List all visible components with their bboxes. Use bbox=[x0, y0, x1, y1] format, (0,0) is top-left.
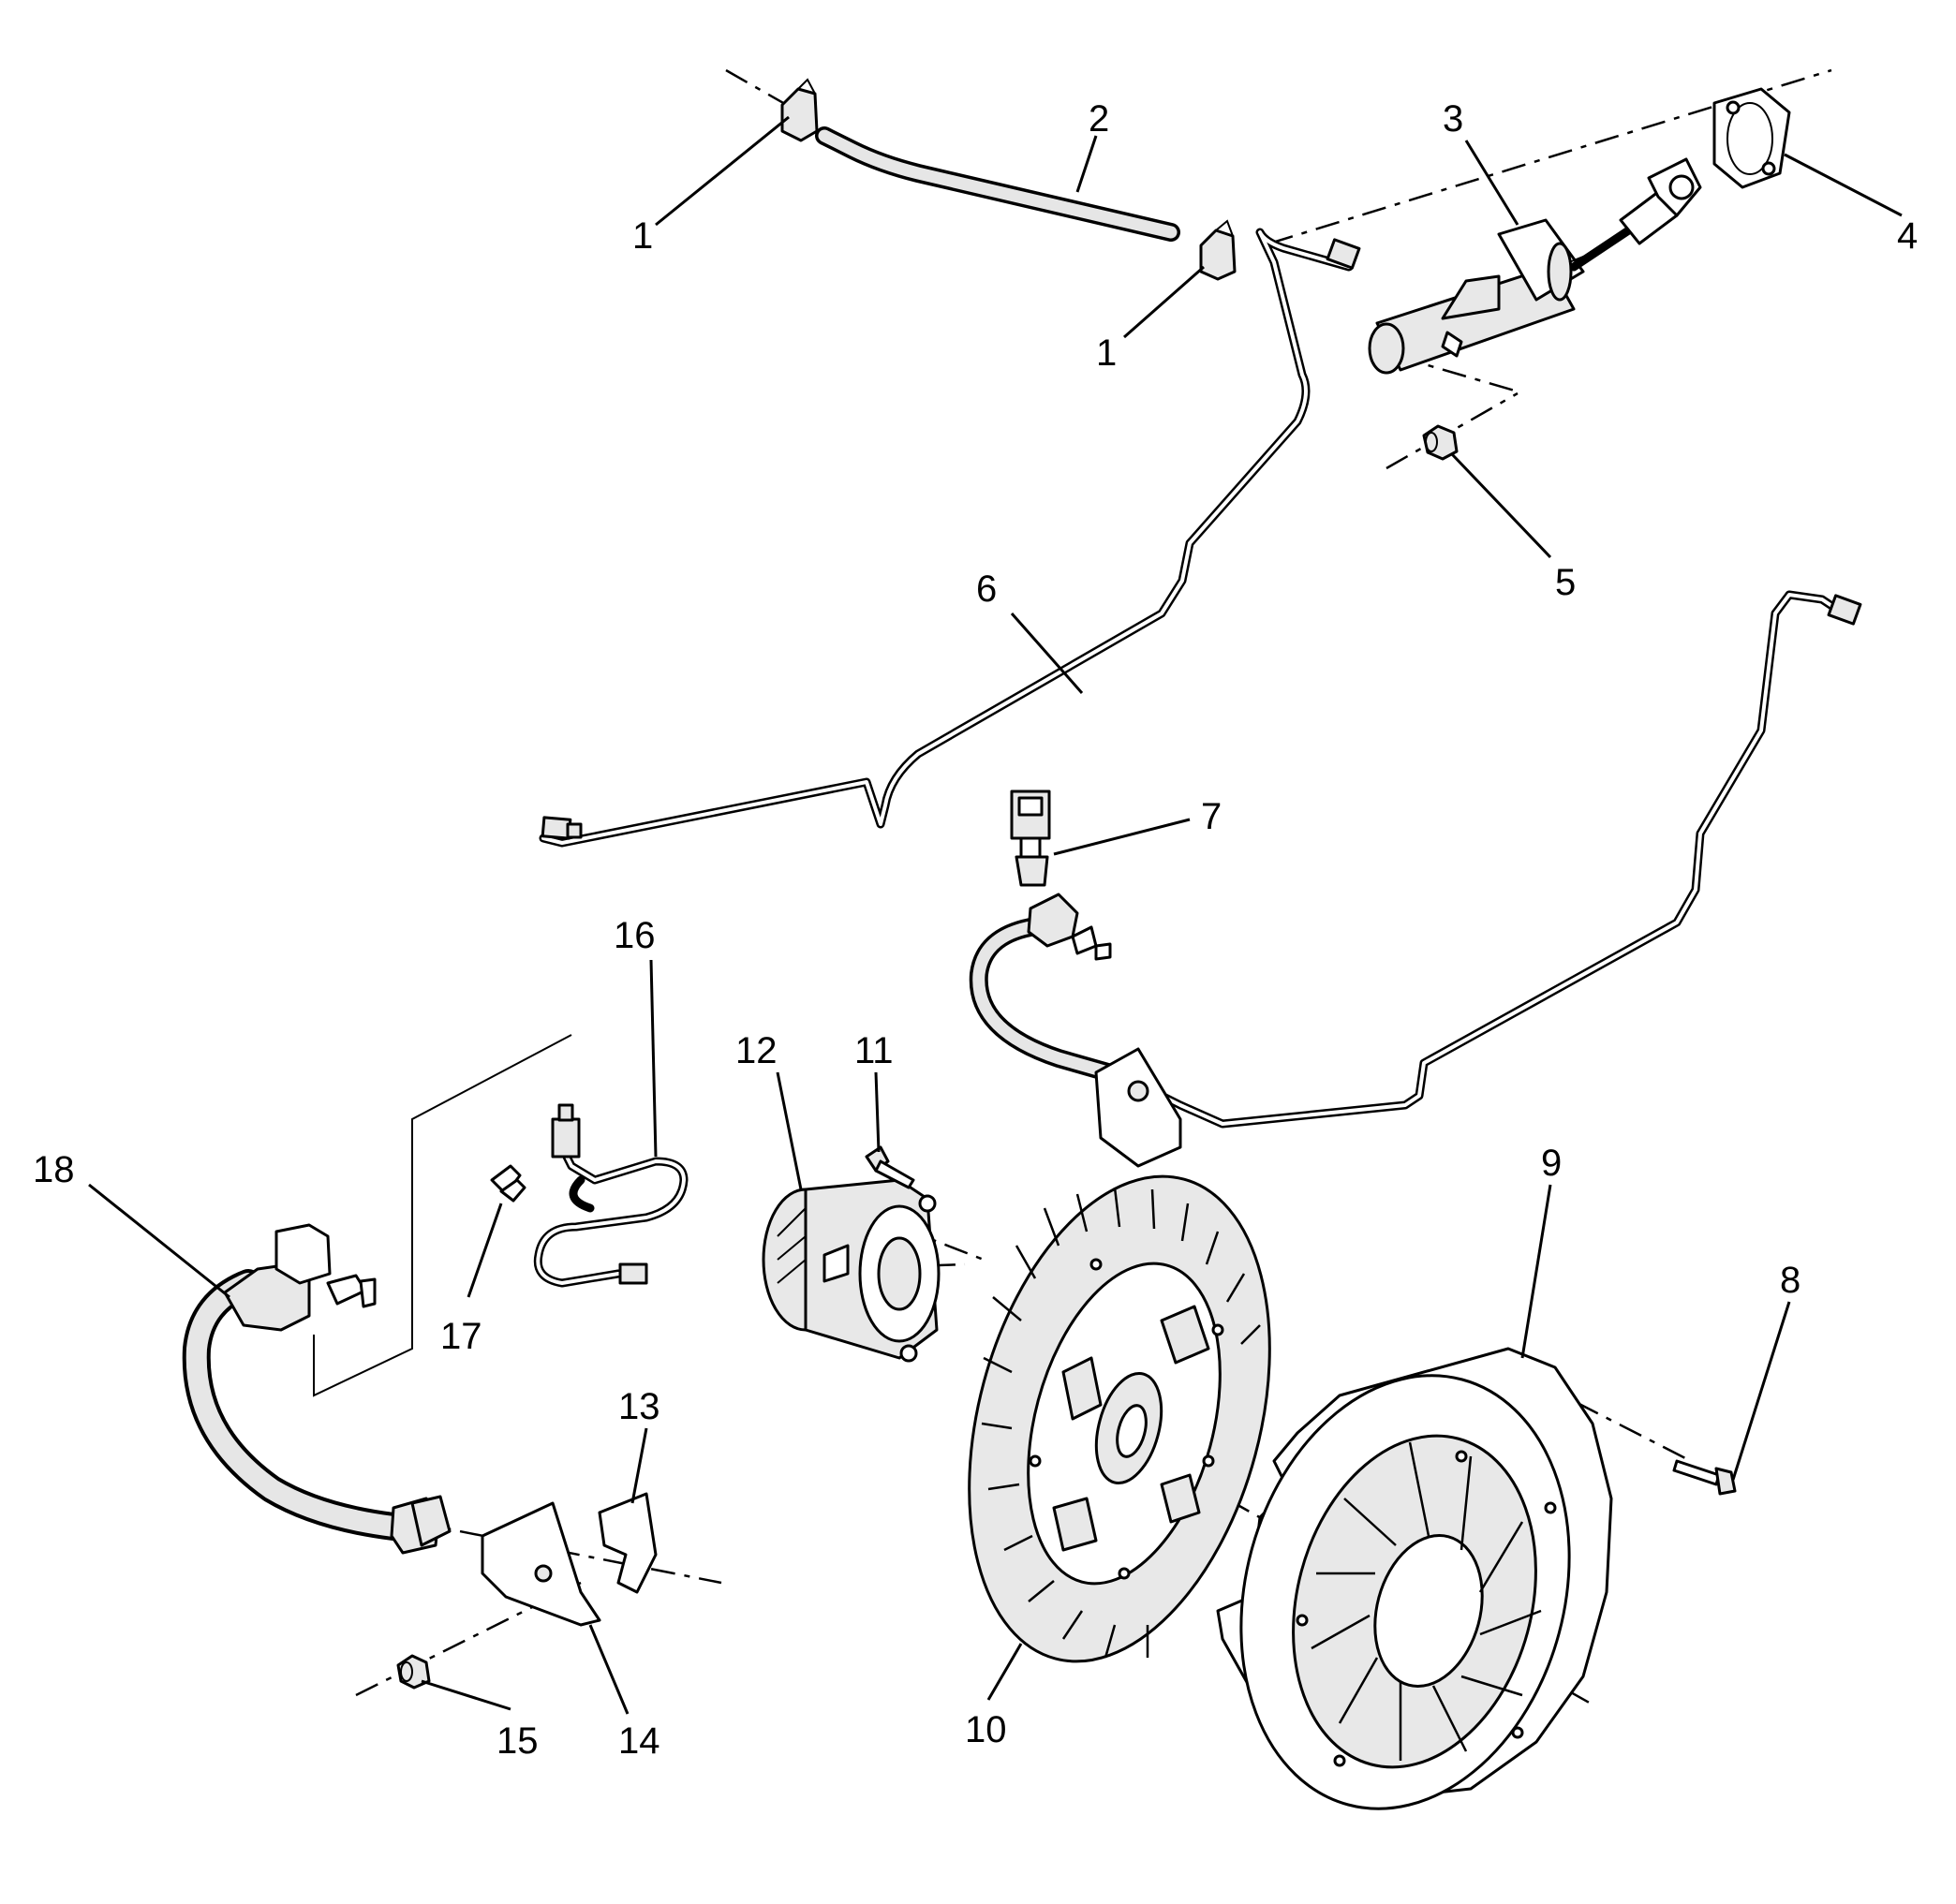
part-1-clip-lower bbox=[1199, 219, 1237, 281]
part-10-clutch-disc bbox=[968, 1174, 1271, 1663]
part-12-slave-cylinder bbox=[762, 1178, 941, 1363]
callout-17: 17 bbox=[440, 1316, 482, 1357]
callout-1-upper: 1 bbox=[632, 215, 653, 257]
callout-14: 14 bbox=[618, 1720, 660, 1762]
part-17-clip bbox=[490, 1164, 526, 1203]
callout-3: 3 bbox=[1443, 98, 1463, 140]
callout-labels: 1 1 2 3 4 5 6 7 8 9 10 11 12 13 14 15 16… bbox=[33, 98, 1918, 1762]
part-1-clip-upper bbox=[780, 78, 819, 142]
part-16-pipe-loop bbox=[533, 1103, 689, 1288]
callout-12: 12 bbox=[735, 1030, 778, 1071]
part-5-nut bbox=[1422, 424, 1459, 461]
leader-lines bbox=[88, 115, 1903, 1715]
disc-friction-hatch bbox=[981, 1187, 1261, 1659]
part-11-bolt bbox=[865, 1145, 915, 1189]
callout-4: 4 bbox=[1897, 215, 1918, 257]
callout-8: 8 bbox=[1780, 1260, 1800, 1301]
callout-18: 18 bbox=[33, 1149, 75, 1190]
callout-5: 5 bbox=[1555, 562, 1576, 603]
callout-15: 15 bbox=[496, 1720, 539, 1762]
part-13-clip bbox=[598, 1492, 658, 1594]
part-15-nut bbox=[396, 1654, 431, 1690]
callout-9: 9 bbox=[1541, 1143, 1562, 1184]
diaphragm-fingers bbox=[1311, 1441, 1542, 1761]
callout-6: 6 bbox=[976, 568, 997, 610]
part-14-bracket bbox=[481, 1501, 601, 1627]
part-18-hose bbox=[182, 1223, 452, 1555]
part-8-bolt bbox=[1672, 1459, 1737, 1496]
part-18-guide-line bbox=[313, 1034, 572, 1397]
part-3-master-cylinder bbox=[1368, 157, 1702, 375]
callout-2: 2 bbox=[1089, 98, 1109, 140]
callout-7: 7 bbox=[1201, 796, 1222, 837]
callout-1-lower: 1 bbox=[1096, 332, 1117, 374]
part-9-pressure-plate bbox=[1216, 1347, 1613, 1810]
callout-13: 13 bbox=[618, 1386, 660, 1427]
bracket-right bbox=[1094, 1047, 1182, 1168]
pipe-right bbox=[1148, 590, 1862, 1129]
callout-16: 16 bbox=[614, 915, 656, 956]
callout-10: 10 bbox=[965, 1709, 1007, 1750]
callout-11: 11 bbox=[854, 1030, 894, 1071]
part-7-bleeder bbox=[1010, 790, 1051, 887]
part-6-pipe bbox=[539, 228, 1361, 848]
part-4-gasket bbox=[1712, 87, 1791, 189]
part-2-hose bbox=[815, 126, 1180, 242]
hose-right bbox=[969, 893, 1134, 1086]
